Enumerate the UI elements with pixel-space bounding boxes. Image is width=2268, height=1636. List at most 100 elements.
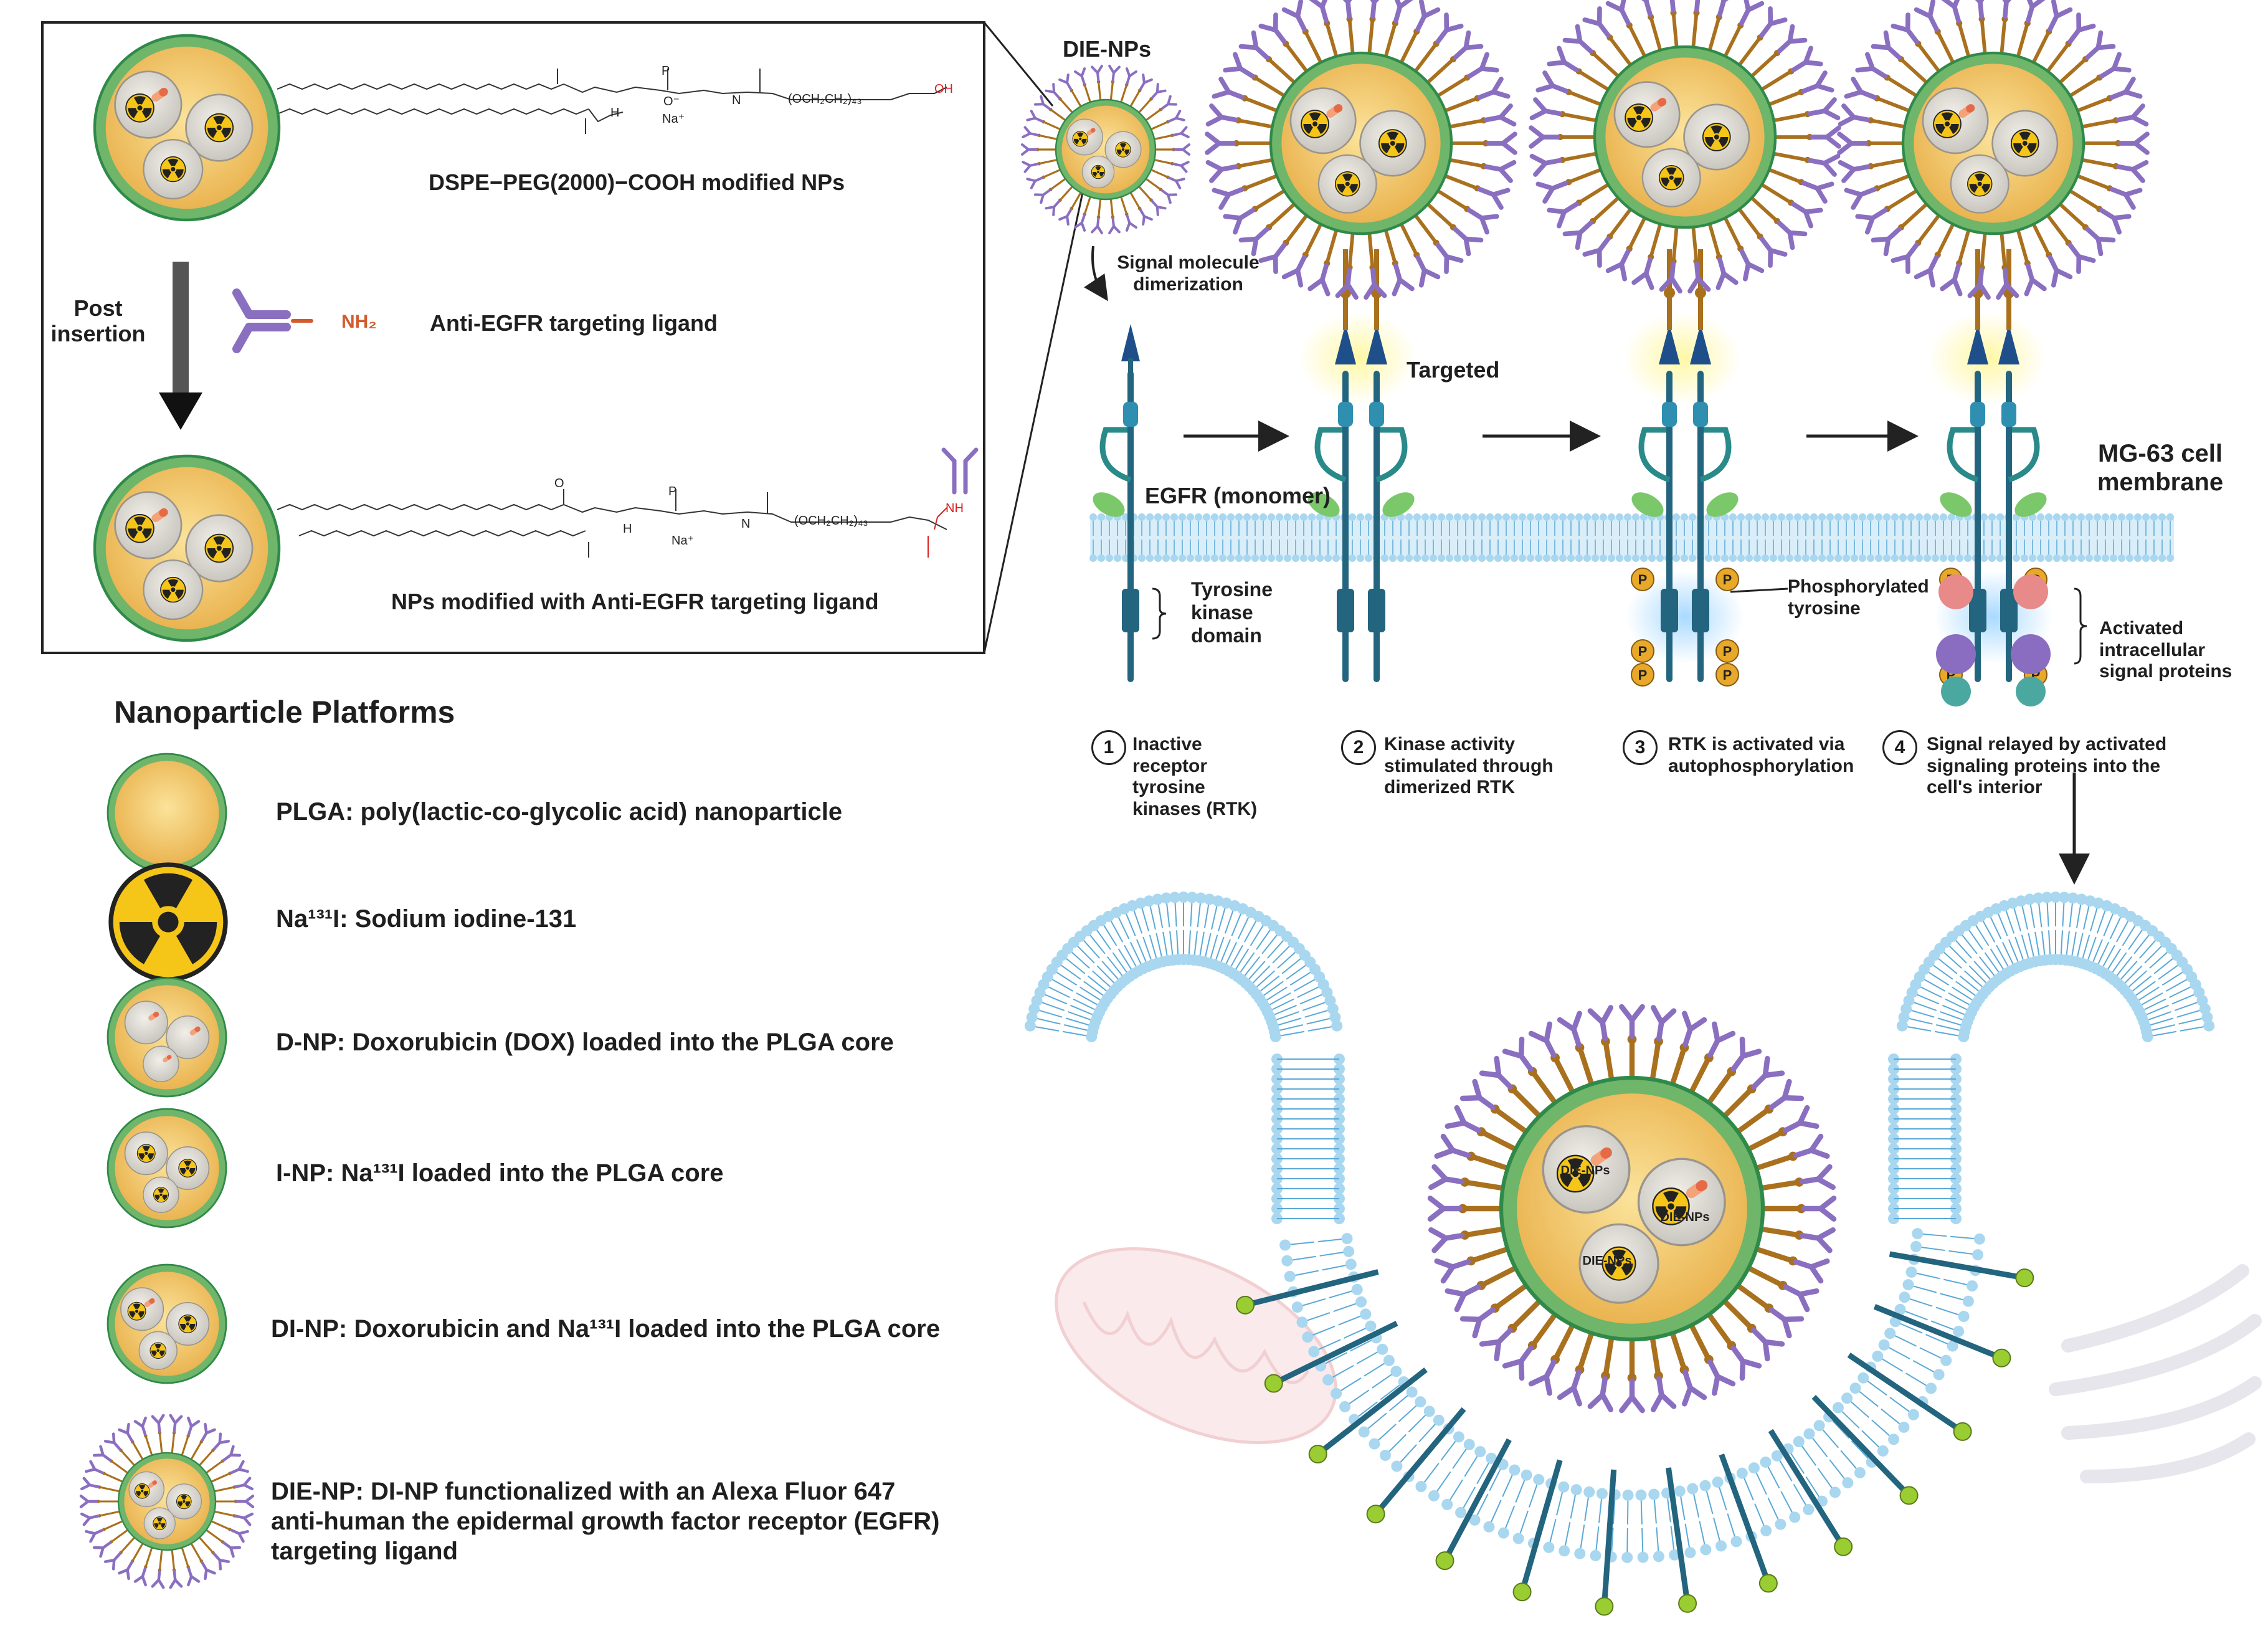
antibody-icon xyxy=(1307,0,1331,24)
radiation-icon xyxy=(178,1315,197,1333)
antibody-icon xyxy=(222,1445,242,1462)
antibody-icon xyxy=(229,1460,249,1475)
antibody-icon xyxy=(1427,1196,1463,1222)
chem-o-minus-top: O⁻ xyxy=(663,95,680,108)
doxorubicin-capsule xyxy=(151,508,168,523)
antibody-icon xyxy=(1074,214,1086,232)
radiation-icon xyxy=(1072,131,1088,147)
zoom-line-top xyxy=(983,22,1054,107)
antibody-icon xyxy=(1335,0,1359,19)
antibody-icon xyxy=(212,1552,230,1571)
antibody-icon xyxy=(1172,126,1190,138)
die-np-small xyxy=(1020,64,1191,235)
doxorubicin-capsule xyxy=(144,1298,155,1308)
antibody-icon xyxy=(118,1422,133,1442)
antibody-icon xyxy=(103,1552,121,1571)
antibody-icon xyxy=(1484,159,1517,183)
antibody-icon xyxy=(1707,1359,1736,1396)
antibody-icon xyxy=(1682,1011,1707,1048)
antibody-icon xyxy=(1434,1258,1471,1284)
antibody-icon xyxy=(2085,30,2116,60)
antibody-icon xyxy=(1026,176,1044,189)
radiation-icon xyxy=(1091,164,1106,179)
antibody-icon xyxy=(1529,153,1562,177)
antibody-icon xyxy=(2067,12,2096,44)
radiation-icon xyxy=(1601,1246,1636,1281)
chem-p-bottom: P xyxy=(668,485,677,498)
antibody-icon xyxy=(235,1495,255,1508)
antibody-icon xyxy=(2116,159,2149,183)
antibody-icon xyxy=(1582,6,1611,38)
radiation-icon xyxy=(153,1516,167,1531)
doxorubicin-capsule xyxy=(1590,1147,1612,1166)
svg-text:P: P xyxy=(1638,644,1648,659)
golgi-icon xyxy=(2049,1264,2262,1483)
antibody-icon xyxy=(1238,30,1269,60)
legend-plga-np xyxy=(107,753,227,873)
radiation-icon xyxy=(2010,129,2039,158)
radiation-icon xyxy=(1378,129,1407,158)
vesicle xyxy=(143,1045,179,1082)
chem-n-top: N xyxy=(732,93,741,107)
antibody-icon xyxy=(1810,125,1841,149)
egfr-monomer-label: EGFR (monomer) xyxy=(1145,483,1331,508)
endocytosis-membrane xyxy=(1024,892,2215,1616)
antibody-icon xyxy=(1479,1328,1513,1362)
antibody-icon xyxy=(1844,77,1877,100)
internalized-receptor xyxy=(1889,1251,2034,1288)
antibody-icon xyxy=(1205,103,1238,127)
antibody-icon xyxy=(1730,1345,1762,1381)
legend-inp xyxy=(107,1108,227,1229)
antibody-icon xyxy=(1791,45,1823,73)
antibody-icon xyxy=(1415,255,1441,288)
radiation-icon xyxy=(160,156,186,183)
legend-dnp xyxy=(107,977,227,1098)
antibody-icon xyxy=(1914,255,1939,288)
phosphate-icon: P xyxy=(1715,663,1739,687)
chem-peg-bottom: (OCH₂CH₂)₄₃ xyxy=(794,514,868,528)
antibody-icon xyxy=(1428,1227,1465,1253)
internalized-receptor xyxy=(1768,1429,1853,1556)
mitochondrion-icon xyxy=(1055,1247,1337,1444)
antibody-icon xyxy=(1687,261,1711,294)
antibody-icon xyxy=(133,1567,147,1587)
phosphorylated-label: Phosphorylated tyrosine xyxy=(1788,576,1929,619)
post-insertion-label: Post insertion xyxy=(50,295,146,347)
phosphate-icon: P xyxy=(1715,639,1739,663)
doxorubicin-capsule xyxy=(163,1055,172,1063)
doxorubicin-capsule xyxy=(1686,1180,1708,1199)
antibody-icon xyxy=(2024,0,2047,24)
antibody-icon xyxy=(1682,1369,1707,1407)
antibody-icon xyxy=(1808,153,1841,177)
inner-die-np-label: DIE-NPs xyxy=(1561,1164,1610,1177)
antibody-icon xyxy=(212,1432,230,1451)
antibody-icon xyxy=(1238,226,1269,257)
step-3-number: 3 xyxy=(1623,730,1658,765)
radiation-icon xyxy=(1702,123,1731,151)
antibody-icon xyxy=(1759,6,1788,38)
antibody-icon xyxy=(1484,103,1517,127)
step-4-number: 4 xyxy=(1882,730,1917,765)
antibody-icon xyxy=(1445,1105,1481,1133)
antibody-icon xyxy=(2109,187,2143,210)
antibody-icon xyxy=(1033,189,1051,204)
radiation-icon xyxy=(1115,141,1131,158)
antibody-icon xyxy=(1125,214,1137,232)
antibody-icon xyxy=(1751,1055,1785,1090)
antibody-icon xyxy=(1557,1369,1582,1407)
antibody-icon xyxy=(1557,1011,1582,1048)
radiation-icon xyxy=(1556,1154,1595,1193)
antibody-icon xyxy=(1281,0,1307,32)
internalized-receptor xyxy=(1811,1394,1919,1505)
antibody-icon xyxy=(1528,1021,1557,1058)
radiation-icon xyxy=(1658,164,1684,191)
antibody-icon xyxy=(1151,83,1167,100)
legend-item-nai: Na¹³¹I: Sodium iodine-131 xyxy=(276,905,577,933)
antibody-icon xyxy=(2067,242,2096,274)
radiation-icon xyxy=(160,576,186,603)
step-3-text: RTK is activated via autophosphorylation xyxy=(1668,734,1854,776)
activated-proteins-label: Activated intracellular signal proteins xyxy=(2099,618,2232,682)
antibody-icon xyxy=(1486,131,1517,155)
chem-oh: OH xyxy=(934,82,953,96)
